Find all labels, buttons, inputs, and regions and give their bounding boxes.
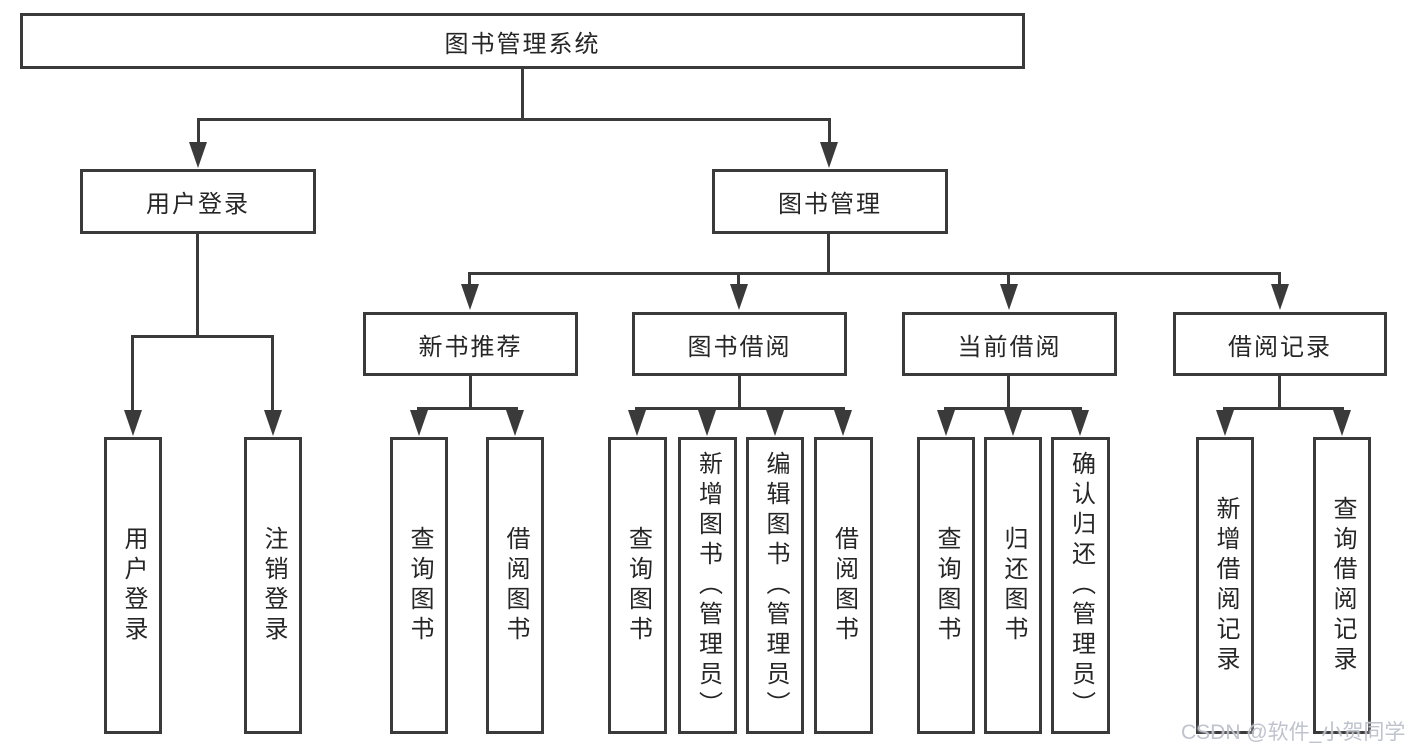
connector-line	[944, 407, 1082, 410]
node-book-management: 图书管理	[712, 169, 948, 234]
node-label: 借阅图书	[502, 525, 529, 646]
connector-line	[1278, 376, 1281, 409]
node-label: 注销登录	[260, 525, 287, 646]
connector-line	[828, 118, 831, 148]
node-current-borrow: 当前借阅	[902, 312, 1117, 376]
node-label: 图书借阅	[687, 333, 792, 361]
connector-line	[197, 118, 831, 121]
connector-line	[417, 407, 518, 410]
arrow-down-icon	[698, 410, 716, 436]
connector-line	[635, 407, 845, 410]
arrow-down-icon	[628, 410, 646, 436]
node-label: 用户登录	[120, 525, 147, 646]
leaf-query-borrow-record: 查询借阅记录	[1313, 437, 1371, 734]
connector-line	[521, 69, 524, 120]
connector-line	[738, 376, 741, 409]
arrow-down-icon	[834, 410, 852, 436]
arrow-down-icon	[506, 410, 524, 436]
arrow-down-icon	[264, 410, 282, 436]
node-label: 新增借阅记录	[1212, 495, 1239, 676]
arrow-down-icon	[1000, 284, 1018, 310]
connector-line	[271, 335, 274, 412]
connector-line	[1223, 407, 1344, 410]
node-label: 新书推荐	[418, 333, 523, 361]
node-new-book-recommend: 新书推荐	[363, 312, 578, 376]
arrow-down-icon	[1271, 284, 1289, 310]
connector-line	[131, 335, 134, 412]
connector-line	[737, 272, 740, 290]
connector-line	[1278, 272, 1281, 290]
leaf-add-borrow-record: 新增借阅记录	[1196, 437, 1254, 734]
leaf-query-book-3: 查询图书	[917, 437, 975, 734]
arrow-down-icon	[124, 410, 142, 436]
connector-line	[196, 234, 199, 337]
node-label: 借阅记录	[1228, 333, 1332, 361]
leaf-borrow-book-1: 借阅图书	[486, 437, 544, 734]
arrow-down-icon	[766, 410, 784, 436]
node-label: 用户登录	[146, 191, 250, 218]
arrow-down-icon	[1216, 410, 1234, 436]
arrow-down-icon	[461, 284, 479, 310]
node-label: 图书管理	[778, 191, 882, 218]
leaf-borrow-book-2: 借阅图书	[814, 437, 873, 734]
node-book-borrow: 图书借阅	[632, 312, 847, 376]
connector-line	[468, 272, 471, 290]
node-label: 归还图书	[1000, 525, 1027, 646]
leaf-query-book-2: 查询图书	[608, 437, 667, 734]
leaf-add-book-admin: 新增图书（管理员）	[678, 437, 737, 734]
connector-line	[1007, 376, 1010, 409]
csdn-watermark: CSDN @软件_小贺同学	[1181, 721, 1405, 744]
node-borrow-records: 借阅记录	[1173, 312, 1387, 376]
leaf-confirm-return-admin: 确认归还（管理员）	[1051, 437, 1110, 734]
node-label: 查询图书	[933, 525, 960, 646]
node-label: 确认归还（管理员）	[1067, 450, 1095, 721]
leaf-return-book: 归还图书	[984, 437, 1042, 734]
connector-line	[827, 234, 830, 274]
node-label: 查询图书	[406, 525, 433, 646]
connector-line	[468, 272, 1281, 275]
leaf-logout: 注销登录	[244, 437, 302, 734]
arrow-down-icon	[1071, 410, 1089, 436]
leaf-query-book-1: 查询图书	[390, 437, 448, 734]
node-label: 查询图书	[624, 525, 652, 646]
arrow-down-icon	[410, 410, 428, 436]
arrow-down-icon	[1333, 410, 1351, 436]
arrow-down-icon	[820, 142, 838, 168]
connector-line	[131, 335, 274, 338]
arrow-down-icon	[730, 284, 748, 310]
node-label: 当前借阅	[957, 333, 1062, 361]
node-label: 借阅图书	[830, 525, 858, 646]
node-label: 新增图书（管理员）	[694, 450, 722, 721]
node-root-system: 图书管理系统	[20, 13, 1025, 69]
node-label: 查询借阅记录	[1329, 495, 1356, 676]
leaf-edit-book-admin: 编辑图书（管理员）	[746, 437, 804, 734]
node-user-login-group: 用户登录	[80, 169, 316, 234]
node-label: 图书管理系统	[444, 30, 601, 58]
connector-line	[469, 376, 472, 409]
arrow-down-icon	[189, 142, 207, 168]
connector-line	[197, 118, 200, 148]
arrow-down-icon	[1004, 410, 1022, 436]
node-label: 编辑图书（管理员）	[762, 450, 789, 721]
arrow-down-icon	[937, 410, 955, 436]
leaf-user-login: 用户登录	[104, 437, 162, 734]
connector-line	[1007, 272, 1010, 290]
